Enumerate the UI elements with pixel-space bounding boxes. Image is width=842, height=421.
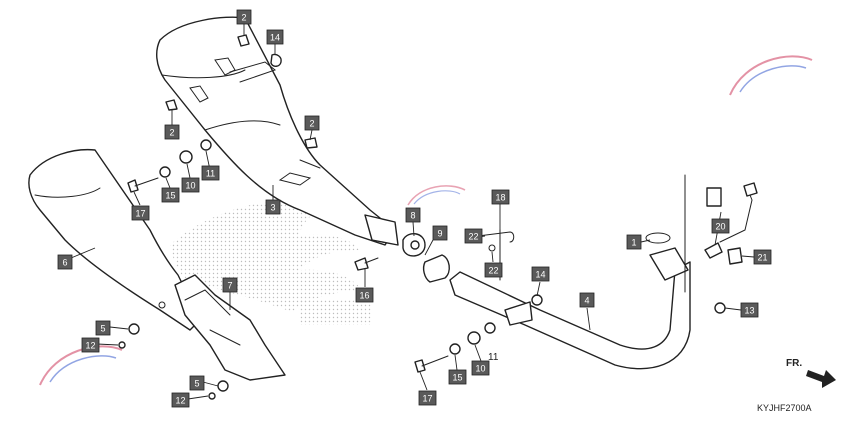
front-direction-indicator: FR. [786,358,836,388]
callout-10b[interactable]: 10 [471,360,490,376]
callout-4[interactable]: 4 [579,292,595,308]
o2-sensor-assembly [684,174,758,293]
callout-12b[interactable]: 12 [171,392,190,408]
arrow-icon [806,370,836,388]
heat-shield [174,274,286,381]
svg-text:13: 13 [744,306,754,316]
callout-14a[interactable]: 14 [266,29,284,45]
watermark-logo-center [407,185,466,206]
svg-text:15: 15 [452,373,462,383]
svg-text:12: 12 [85,341,95,351]
svg-text:14: 14 [535,270,545,280]
callout-13[interactable]: 13 [740,302,759,318]
callout-14b[interactable]: 14 [531,266,550,282]
watermark-logo-bottom-left [39,345,123,386]
small-hardware [118,34,726,400]
svg-text:22: 22 [468,232,478,242]
callout-6[interactable]: 6 [57,254,73,270]
svg-text:20: 20 [715,222,725,232]
callout-18[interactable]: 18 [491,189,510,205]
svg-text:17: 17 [422,394,432,404]
watermark-logo-top-right [729,55,813,96]
exhaust-pipe [449,229,691,370]
svg-text:5: 5 [194,379,199,389]
svg-text:4: 4 [584,296,589,306]
callout-2c[interactable]: 2 [304,115,320,131]
svg-text:15: 15 [165,191,175,201]
lower-muffler [28,148,201,331]
label-11-plain: 11 [488,352,499,363]
svg-text:7: 7 [227,281,232,291]
callout-22a[interactable]: 22 [464,228,483,244]
svg-text:12: 12 [175,396,185,406]
callout-5b[interactable]: 5 [189,375,205,391]
svg-text:18: 18 [495,193,505,203]
callout-12a[interactable]: 12 [81,337,100,353]
svg-text:16: 16 [359,291,369,301]
callout-8[interactable]: 8 [405,207,421,223]
diagram-code: KYJHF2700A [757,403,812,413]
callout-5a[interactable]: 5 [95,320,111,336]
svg-text:2: 2 [169,128,174,138]
exhaust-clamp [402,233,426,257]
svg-text:6: 6 [62,258,67,268]
svg-text:17: 17 [135,209,145,219]
callout-9[interactable]: 9 [432,225,448,241]
callout-16[interactable]: 16 [355,287,374,303]
svg-text:8: 8 [410,211,415,221]
svg-text:11: 11 [206,169,215,179]
svg-text:14: 14 [270,33,280,43]
svg-text:21: 21 [757,253,767,263]
callout-11a[interactable]: 11 [201,165,220,181]
svg-text:2: 2 [241,13,246,23]
svg-text:2: 2 [309,119,314,129]
callout-3[interactable]: 3 [265,199,281,215]
svg-text:3: 3 [270,203,275,213]
callout-10a[interactable]: 10 [181,177,200,193]
callout-22b[interactable]: 22 [484,262,503,278]
svg-text:22: 22 [488,266,498,276]
front-label: FR. [786,358,802,369]
callout-15a[interactable]: 15 [161,187,180,203]
callout-17b[interactable]: 17 [418,390,437,406]
svg-text:1: 1 [631,238,636,248]
exhaust-gasket [422,254,450,283]
svg-text:10: 10 [475,364,485,374]
svg-text:9: 9 [437,229,442,239]
callout-15b[interactable]: 15 [448,369,467,385]
callout-17a[interactable]: 17 [131,205,150,221]
svg-text:5: 5 [100,324,105,334]
callout-20[interactable]: 20 [711,218,730,234]
callout-21[interactable]: 21 [753,249,772,265]
callout-7[interactable]: 7 [222,277,238,293]
svg-text:10: 10 [185,181,195,191]
callout-2b[interactable]: 2 [164,124,180,140]
watermark-wing-logo [170,198,372,325]
callout-2a[interactable]: 2 [236,9,252,25]
upper-muffler [156,16,399,246]
callout-1[interactable]: 1 [626,234,642,250]
